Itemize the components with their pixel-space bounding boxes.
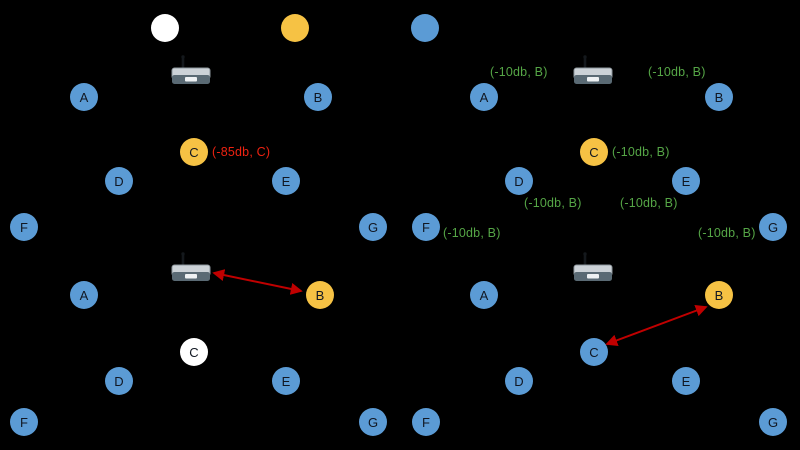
panel-bottom-right-handoff-arrow-0 — [605, 304, 708, 347]
panel-top-right-node-A: A — [470, 83, 498, 111]
panel-top-right-node-F: F — [412, 213, 440, 241]
wifi-router-art — [573, 55, 613, 84]
panel-top-left-node-G: G — [359, 213, 387, 241]
panel-top-right-node-B: B — [705, 83, 733, 111]
panel-top-left-node-B: B — [304, 83, 332, 111]
panel-bottom-right-node-A: A — [470, 281, 498, 309]
wifi-router-art — [171, 55, 211, 84]
panel-bottom-left-node-E: E — [272, 367, 300, 395]
panel-top-left-wifi-router-icon — [168, 54, 214, 92]
legend-circle-blue — [411, 14, 439, 42]
panel-top-right-node-G: G — [759, 213, 787, 241]
panel-bottom-left-handoff-arrow-0 — [212, 269, 303, 295]
panel-top-left-node-D: D — [105, 167, 133, 195]
panel-bottom-right-node-G: G — [759, 408, 787, 436]
wifi-router-art — [171, 252, 211, 281]
panel-top-right-node-C: C — [580, 138, 608, 166]
panel-bottom-left-wifi-router-icon — [168, 251, 214, 289]
panel-top-right-signal-annotation-5: (-10db, B) — [443, 226, 501, 240]
panel-top-right-signal-annotation-3: (-10db, B) — [524, 196, 582, 210]
panel-top-left-node-E: E — [272, 167, 300, 195]
panel-top-left-node-F: F — [10, 213, 38, 241]
panel-top-left-node-A: A — [70, 83, 98, 111]
panel-bottom-left-node-B: B — [306, 281, 334, 309]
panel-bottom-left-node-F: F — [10, 408, 38, 436]
panel-bottom-left-node-G: G — [359, 408, 387, 436]
legend-circle-white — [151, 14, 179, 42]
panel-top-left-node-C: C — [180, 138, 208, 166]
panel-bottom-left-node-C: C — [180, 338, 208, 366]
panel-bottom-right-wifi-router-icon — [570, 251, 616, 289]
panel-top-right-signal-annotation-2: (-10db, B) — [612, 145, 670, 159]
panel-bottom-right-node-C: C — [580, 338, 608, 366]
panel-top-right-node-D: D — [505, 167, 533, 195]
panel-top-right-signal-annotation-0: (-10db, B) — [490, 65, 548, 79]
panel-bottom-left-node-A: A — [70, 281, 98, 309]
panel-bottom-left-node-D: D — [105, 367, 133, 395]
panel-top-right-node-E: E — [672, 167, 700, 195]
panel-top-right-wifi-router-icon — [570, 54, 616, 92]
panel-top-right-signal-annotation-1: (-10db, B) — [648, 65, 706, 79]
panel-bottom-right-node-E: E — [672, 367, 700, 395]
panel-bottom-right-node-D: D — [505, 367, 533, 395]
panel-bottom-right-node-B: B — [705, 281, 733, 309]
panel-top-right-signal-annotation-6: (-10db, B) — [698, 226, 756, 240]
panel-bottom-right-node-F: F — [412, 408, 440, 436]
legend-circle-yellow — [281, 14, 309, 42]
panel-top-left-signal-annotation-0: (-85db, C) — [212, 145, 271, 159]
wifi-router-art — [573, 252, 613, 281]
panel-top-right-signal-annotation-4: (-10db, B) — [620, 196, 678, 210]
